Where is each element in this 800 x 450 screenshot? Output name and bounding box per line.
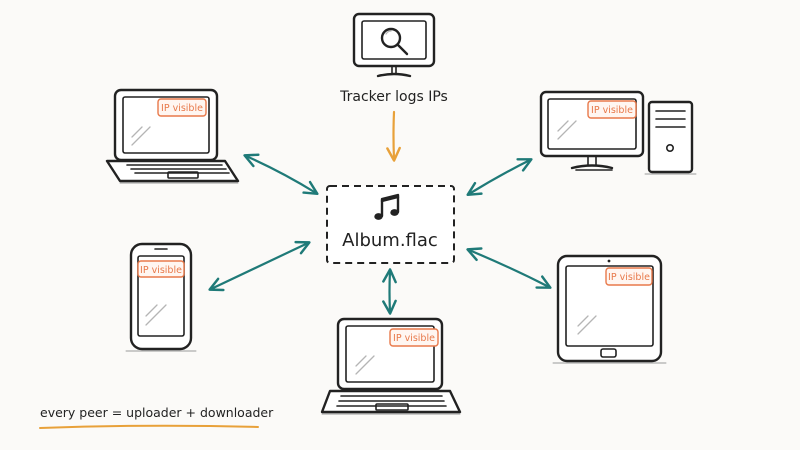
magnifier-icon xyxy=(380,27,409,56)
footer-caption-text: every peer = uploader + downloader xyxy=(40,405,274,420)
svg-text:IP visible: IP visible xyxy=(608,272,650,283)
computer-tower-icon xyxy=(644,100,697,175)
peer-link-laptop-bottom xyxy=(382,268,397,315)
peer-phone-left: IP visible xyxy=(125,242,197,352)
phone-icon xyxy=(125,242,197,352)
peer-link-phone-left xyxy=(208,240,311,292)
svg-text:IP visible: IP visible xyxy=(140,265,182,276)
svg-text:IP visible: IP visible xyxy=(161,103,203,114)
peer-tablet-right: IP visible xyxy=(552,254,667,364)
peer-laptop-bottom: IP visible xyxy=(320,317,462,415)
tracker-arrow xyxy=(386,110,401,162)
ip-visible-badge: IP visible xyxy=(157,98,207,117)
ip-visible-badge: IP visible xyxy=(389,328,439,347)
shared-file-box: Album.flac xyxy=(326,185,455,264)
peer-link-laptop-top-left xyxy=(243,153,319,196)
peer-desktop-top-right: IP visible xyxy=(539,90,697,175)
tracker-label: Tracker logs IPs xyxy=(339,89,448,105)
peer-link-desktop-top-right xyxy=(466,158,533,197)
caption-underline xyxy=(39,424,259,429)
tracker-node: Tracker logs IPs xyxy=(339,12,448,105)
peer-laptop-top-left: IP visible xyxy=(105,88,240,184)
footer-caption: every peer = uploader + downloader xyxy=(39,405,274,429)
svg-text:IP visible: IP visible xyxy=(591,105,633,116)
svg-text:IP visible: IP visible xyxy=(393,333,435,344)
peer-link-tablet-right xyxy=(466,247,552,289)
tracker-monitor-icon xyxy=(352,12,436,78)
music-note-icon xyxy=(374,193,400,220)
file-name: Album.flac xyxy=(342,230,438,251)
ip-visible-badge: IP visible xyxy=(605,267,653,286)
ip-visible-badge: IP visible xyxy=(587,100,637,119)
ip-visible-badge: IP visible xyxy=(137,260,185,278)
